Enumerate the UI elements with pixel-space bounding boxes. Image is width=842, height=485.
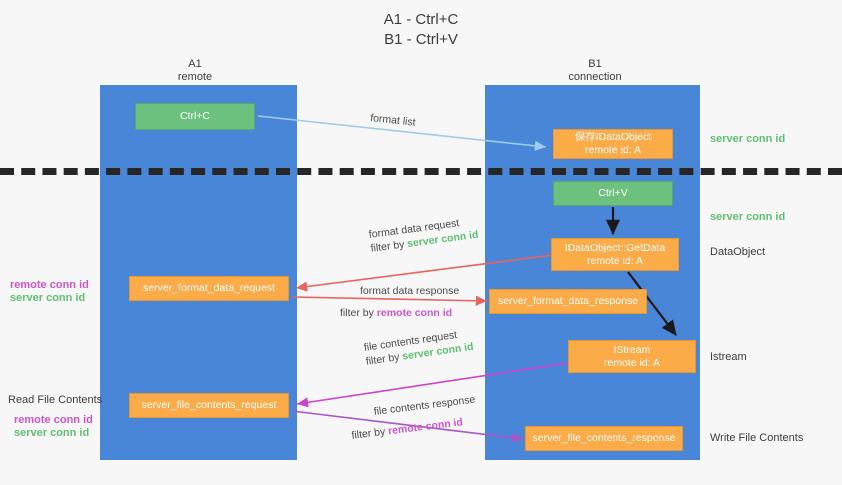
label-left-read-file-contents: Read File Contents: [8, 394, 103, 406]
lane-header-b1: B1 connection: [530, 58, 660, 84]
label-left-server-conn-id-1: server conn id: [10, 292, 86, 304]
lane-header-a1: A1 remote: [130, 58, 260, 84]
box-save-idataobject[interactable]: 保存IDataObject remote id: A: [553, 129, 673, 159]
box-idataobject-getdata[interactable]: IDataObject::GetData remote id: A: [551, 238, 679, 271]
box-idataobject-getdata-line1: IDataObject::GetData: [564, 241, 666, 254]
box-server-file-contents-request-label: server_file_contents_request: [141, 399, 277, 411]
arrow-format-data-request: [295, 254, 554, 292]
label-right-istream: Istream: [710, 351, 747, 363]
label-left-remote-conn-id-2: remote conn id: [14, 414, 93, 426]
box-server-format-data-request[interactable]: server_format_data_request: [129, 276, 289, 301]
box-istream[interactable]: IStream remote id: A: [568, 340, 696, 373]
filter-value-remote-conn-id: remote conn id: [376, 307, 453, 319]
label-right-write-file-contents: Write File Contents: [710, 432, 804, 444]
box-ctrl-v[interactable]: Ctrl+V: [553, 181, 673, 206]
annotation-format-data-response-title: format data response: [360, 285, 460, 297]
diagram-title: A1 - Ctrl+C B1 - Ctrl+V: [0, 10, 842, 50]
box-ctrl-v-label: Ctrl+V: [598, 187, 628, 199]
annotation-format-data-response: format data response filter by remote co…: [340, 284, 460, 320]
lane-header-a1-name: A1: [188, 58, 202, 70]
box-server-format-data-response[interactable]: server_format_data_response: [489, 289, 647, 314]
box-ctrl-c-label: Ctrl+C: [179, 110, 211, 122]
arrow-getdata-to-istream: [627, 271, 677, 336]
lane-header-a1-sub: remote: [177, 71, 213, 83]
box-istream-line2: remote id: A: [603, 356, 661, 369]
box-server-file-contents-response[interactable]: server_file_contents_response: [525, 426, 683, 451]
box-idataobject-getdata-line2: remote id: A: [586, 254, 644, 267]
filter-prefix: filter by: [340, 307, 377, 319]
phase-divider: [0, 168, 842, 175]
arrow-file-contents-request: [296, 362, 569, 408]
box-istream-line1: IStream: [613, 343, 651, 356]
annotation-format-data-response-filter: filter by remote conn id: [340, 306, 459, 320]
label-right-dataobject: DataObject: [710, 246, 766, 258]
box-save-idataobject-line1: 保存IDataObject: [574, 131, 652, 143]
lane-header-b1-sub: connection: [568, 71, 622, 83]
label-right-server-conn-id-top: server conn id: [710, 133, 786, 145]
title-line-1: A1 - Ctrl+C: [383, 11, 459, 28]
box-server-file-contents-response-label: server_file_contents_response: [532, 432, 676, 444]
box-server-format-data-request-label: server_format_data_request: [143, 282, 275, 294]
box-server-file-contents-request[interactable]: server_file_contents_request: [129, 393, 289, 418]
label-left-remote-conn-id-1: remote conn id: [10, 279, 89, 291]
box-server-format-data-response-label: server_format_data_response: [497, 295, 639, 307]
label-left-server-conn-id-2: server conn id: [14, 427, 90, 439]
box-save-idataobject-line2: remote id: A: [584, 144, 642, 156]
label-right-server-conn-id-second: server conn id: [710, 211, 786, 223]
title-line-2: B1 - Ctrl+V: [384, 31, 458, 48]
arrow-format-list: [257, 115, 547, 151]
arrow-file-contents-response: [291, 410, 524, 443]
lane-header-b1-name: B1: [588, 58, 602, 70]
box-ctrl-c[interactable]: Ctrl+C: [135, 103, 255, 130]
arrow-format-data-response: [291, 295, 488, 306]
